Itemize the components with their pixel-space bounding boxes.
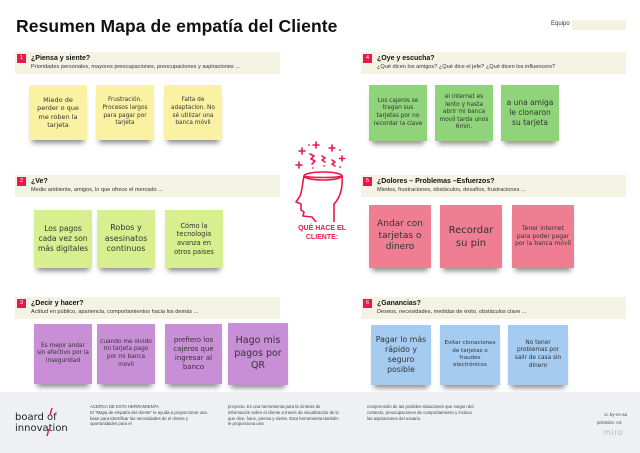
sticky-note[interactable]: Hago mis pagos por QR [228,323,288,385]
footer-about-col2: proyecto. Es una herramienta para la sín… [228,404,339,427]
section-title: ¿Decir y hacer? [31,300,84,307]
section-subtitle: Miedos, frustraciones, obstáculos, desaf… [377,187,526,193]
section-subtitle: Medio ambiente, amigos, lo que ofrece el… [31,187,163,193]
logo-line1: board of [15,412,57,423]
sticky-note[interactable]: prefiero los cajeros que ingresar al ban… [165,324,222,384]
footer-about-col3: comprensión de las posibles situaciones … [367,404,474,421]
section-header-thinks-feels: 1 ¿Piensa y siente? Prioridades personal… [15,52,280,74]
sticky-note[interactable]: No tener problemas por salir de casa sin… [508,325,568,385]
center-label: QUÉ HACE EL CLIENTE: [294,224,350,242]
board-of-innovation-logo: board of innovation [15,412,68,434]
sticky-note[interactable]: Evitar clonaciones de tarjetas o fraudes… [440,325,500,385]
head-icon [295,141,346,222]
sticky-note[interactable]: Es mejor andar sin efectivo por la inseg… [34,324,92,384]
section-title: ¿Dolores – Problemas –Esfuerzos? [377,178,495,185]
section-header-hears: 4 ¿Oye y escucha? ¿Qué dicen los amigos?… [361,52,626,74]
printsize-label: printsize: A3 [597,420,622,425]
miro-logo[interactable]: miro [603,428,624,437]
sticky-note[interactable]: Los cajeros se tragan sus tarjetas por n… [369,85,427,141]
sticky-note[interactable]: el internet es lento y hasta abrir mi ba… [435,85,493,141]
section-number-badge: 3 [17,299,26,308]
logo-slash-icon [46,407,53,437]
team-label: Equipo [551,21,570,27]
footer-about-col1: ACERCA DE ESTA HERRAMIENTA El "Mapa de e… [90,404,208,427]
section-number-badge: 2 [17,177,26,186]
footer-about-title: ACERCA DE ESTA HERRAMIENTA [90,404,159,409]
sticky-note[interactable]: Tener internet para poder pagar por la b… [512,205,574,268]
sticky-note[interactable]: cuando me olvido mi tarjeta pago por mi … [97,324,155,384]
section-number-badge: 4 [363,54,372,63]
section-number-badge: 5 [363,177,372,186]
sticky-note[interactable]: Cómo la tecnologia avanza en otros paise… [165,210,223,268]
section-subtitle: Actitud en público, apariencia, comporta… [31,309,199,315]
section-number-badge: 6 [363,299,372,308]
sticky-note[interactable]: Frustración. Procesos largos para pagar … [96,85,154,140]
sticky-note[interactable]: a una amiga le clonaron su tarjeta [501,85,559,141]
sticky-note[interactable]: Andar con tarjetas o dinero [369,205,431,268]
section-header-says-does: 3 ¿Decir y hacer? Actitud en público, ap… [15,297,280,319]
license-badge: cc by-nc-sa [604,412,628,417]
sticky-note[interactable]: Robos y asesinatos continuos [97,210,155,268]
section-number-badge: 1 [17,54,26,63]
section-header-sees: 2 ¿Ve? Medio ambiente, amigos, lo que of… [15,175,280,197]
section-subtitle: ¿Qué dicen los amigos? ¿Qué dice el jefe… [377,64,556,70]
section-title: ¿Ve? [31,178,48,185]
section-title: ¿Ganancias? [377,300,421,307]
sticky-note[interactable]: Pagar lo más rápido y seguro posible [371,325,431,385]
footer-about-text1: El "Mapa de empatía del cliente" le ayud… [90,409,207,427]
section-subtitle: Deseos, necesidades, medidas de éxito, o… [377,309,527,315]
sticky-note[interactable]: Falta de adaptacion. No sé utilizar una … [164,85,222,140]
center-label-line1: QUÉ HACE EL [298,225,346,232]
page-title: Resumen Mapa de empatía del Cliente [16,16,338,36]
section-subtitle: Prioridades personales, mayores preocupa… [31,64,240,70]
footer [0,392,640,453]
section-title: ¿Oye y escucha? [377,55,435,62]
team-input[interactable] [572,20,626,30]
section-header-gains: 6 ¿Ganancias? Deseos, necesidades, medid… [361,297,626,319]
sticky-note[interactable]: Recordar su pin [440,205,502,268]
center-label-line2: CLIENTE: [305,234,339,242]
section-header-pains: 5 ¿Dolores – Problemas –Esfuerzos? Miedo… [361,175,626,197]
sticky-note[interactable]: Los pagos cada vez son más digitales [34,210,92,268]
section-title: ¿Piensa y siente? [31,55,91,62]
logo-line2: innovation [15,423,68,434]
sticky-note[interactable]: Miedo de perder o que me roben la tarjet… [29,85,87,140]
